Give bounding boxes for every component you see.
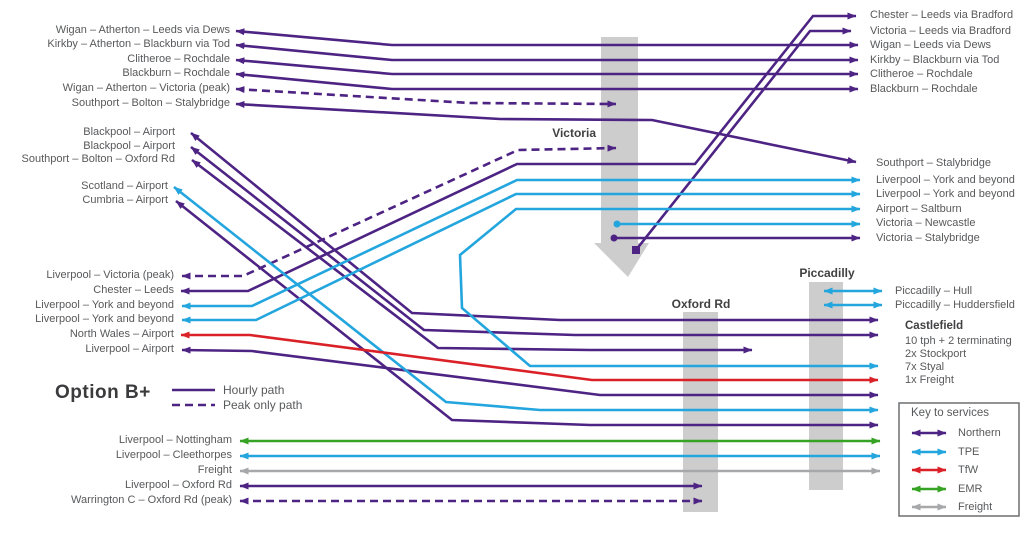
route-label: Cumbria – Airport xyxy=(82,194,168,206)
victoria-origin-dot xyxy=(613,220,621,228)
route-label: Kirkby – Blackburn via Tod xyxy=(870,54,1000,66)
key-title: Key to services xyxy=(911,407,989,419)
route-label: Piccadilly – Huddersfield xyxy=(895,299,1015,311)
route-label: Blackburn – Rochdale xyxy=(122,67,230,79)
victoria-origin-dot xyxy=(610,234,618,242)
route-label: Clitheroe – Rochdale xyxy=(870,68,973,80)
route-label: Liverpool – York and beyond xyxy=(876,174,1015,186)
route-label: Chester – Leeds via Bradford xyxy=(870,9,1014,21)
route-label: Liverpool – York and beyond xyxy=(35,299,174,311)
route-label: Blackpool – Airport xyxy=(83,126,175,138)
key-entry-label: TPE xyxy=(958,446,980,458)
castlefield-note: 10 tph + 2 terminating xyxy=(905,335,1012,347)
route-label: Liverpool – York and beyond xyxy=(35,313,174,325)
route-label: Liverpool – Airport xyxy=(85,343,174,355)
route-label: Liverpool – Cleethorpes xyxy=(115,449,232,461)
station-label-oxford-rd: Oxford Rd xyxy=(671,297,731,311)
oxford-rd-bar xyxy=(683,312,718,512)
route-label: Southport – Stalybridge xyxy=(876,157,991,169)
route-label: Wigan – Atherton – Victoria (peak) xyxy=(62,82,230,94)
northern-lines xyxy=(175,12,879,505)
diagram-title: Option B+ xyxy=(55,382,151,403)
route-label: Piccadilly – Hull xyxy=(895,285,973,297)
castlefield-note: 7x Styal xyxy=(905,361,945,373)
route-label: Freight xyxy=(197,464,232,476)
castlefield-note: 2x Stockport xyxy=(905,348,967,360)
route-label: Wigan – Leeds via Dews xyxy=(870,39,992,51)
route-label: Airport – Saltburn xyxy=(876,203,962,215)
victoria-origin-square xyxy=(632,246,640,254)
route-label: North Wales – Airport xyxy=(69,328,174,340)
route-label: Kirkby – Atherton – Blackburn via Tod xyxy=(47,38,230,50)
route-label: Chester – Leeds xyxy=(93,284,174,296)
route-label: Liverpool – Oxford Rd xyxy=(125,479,232,491)
station-label-victoria: Victoria xyxy=(552,126,596,140)
route-label: Blackpool – Airport xyxy=(83,140,175,152)
route-label: Victoria – Newcastle xyxy=(876,217,976,229)
station-label-piccadilly: Piccadilly xyxy=(799,266,855,280)
victoria-bar xyxy=(601,37,638,243)
key-entry-label: TfW xyxy=(958,464,979,476)
route-label: Scotland – Airport xyxy=(81,180,168,192)
key-entry-label: Northern xyxy=(958,427,1001,439)
route-label: Blackburn – Rochdale xyxy=(870,83,978,95)
route-label: Southport – Bolton – Oxford Rd xyxy=(21,153,175,165)
castlefield-note: 1x Freight xyxy=(905,374,954,386)
piccadilly-bar xyxy=(809,282,843,490)
route-label: Liverpool – Nottingham xyxy=(118,434,232,446)
legend-peak-label: Peak only path xyxy=(223,398,303,412)
route-label: Victoria – Stalybridge xyxy=(876,232,980,244)
legend-hourly-label: Hourly path xyxy=(223,383,285,397)
legend-samples xyxy=(172,388,215,407)
route-label: Liverpool – Victoria (peak) xyxy=(46,269,174,281)
castlefield-title: Castlefield xyxy=(905,320,964,332)
key-entry-label: EMR xyxy=(958,483,983,495)
route-label: Victoria – Leeds via Bradford xyxy=(870,25,1012,37)
tfw-lines xyxy=(180,331,879,384)
route-label: Clitheroe – Rochdale xyxy=(127,53,230,65)
route-label: Warrington C – Oxford Rd (peak) xyxy=(71,494,232,506)
route-label: Southport – Bolton – Stalybridge xyxy=(71,97,230,109)
key-box xyxy=(898,402,1020,517)
route-label: Liverpool – York and beyond xyxy=(876,188,1015,200)
key-entry-label: Freight xyxy=(958,501,993,513)
victoria-arrowhead xyxy=(594,243,649,277)
route-label: Wigan – Atherton – Leeds via Dews xyxy=(55,24,230,36)
